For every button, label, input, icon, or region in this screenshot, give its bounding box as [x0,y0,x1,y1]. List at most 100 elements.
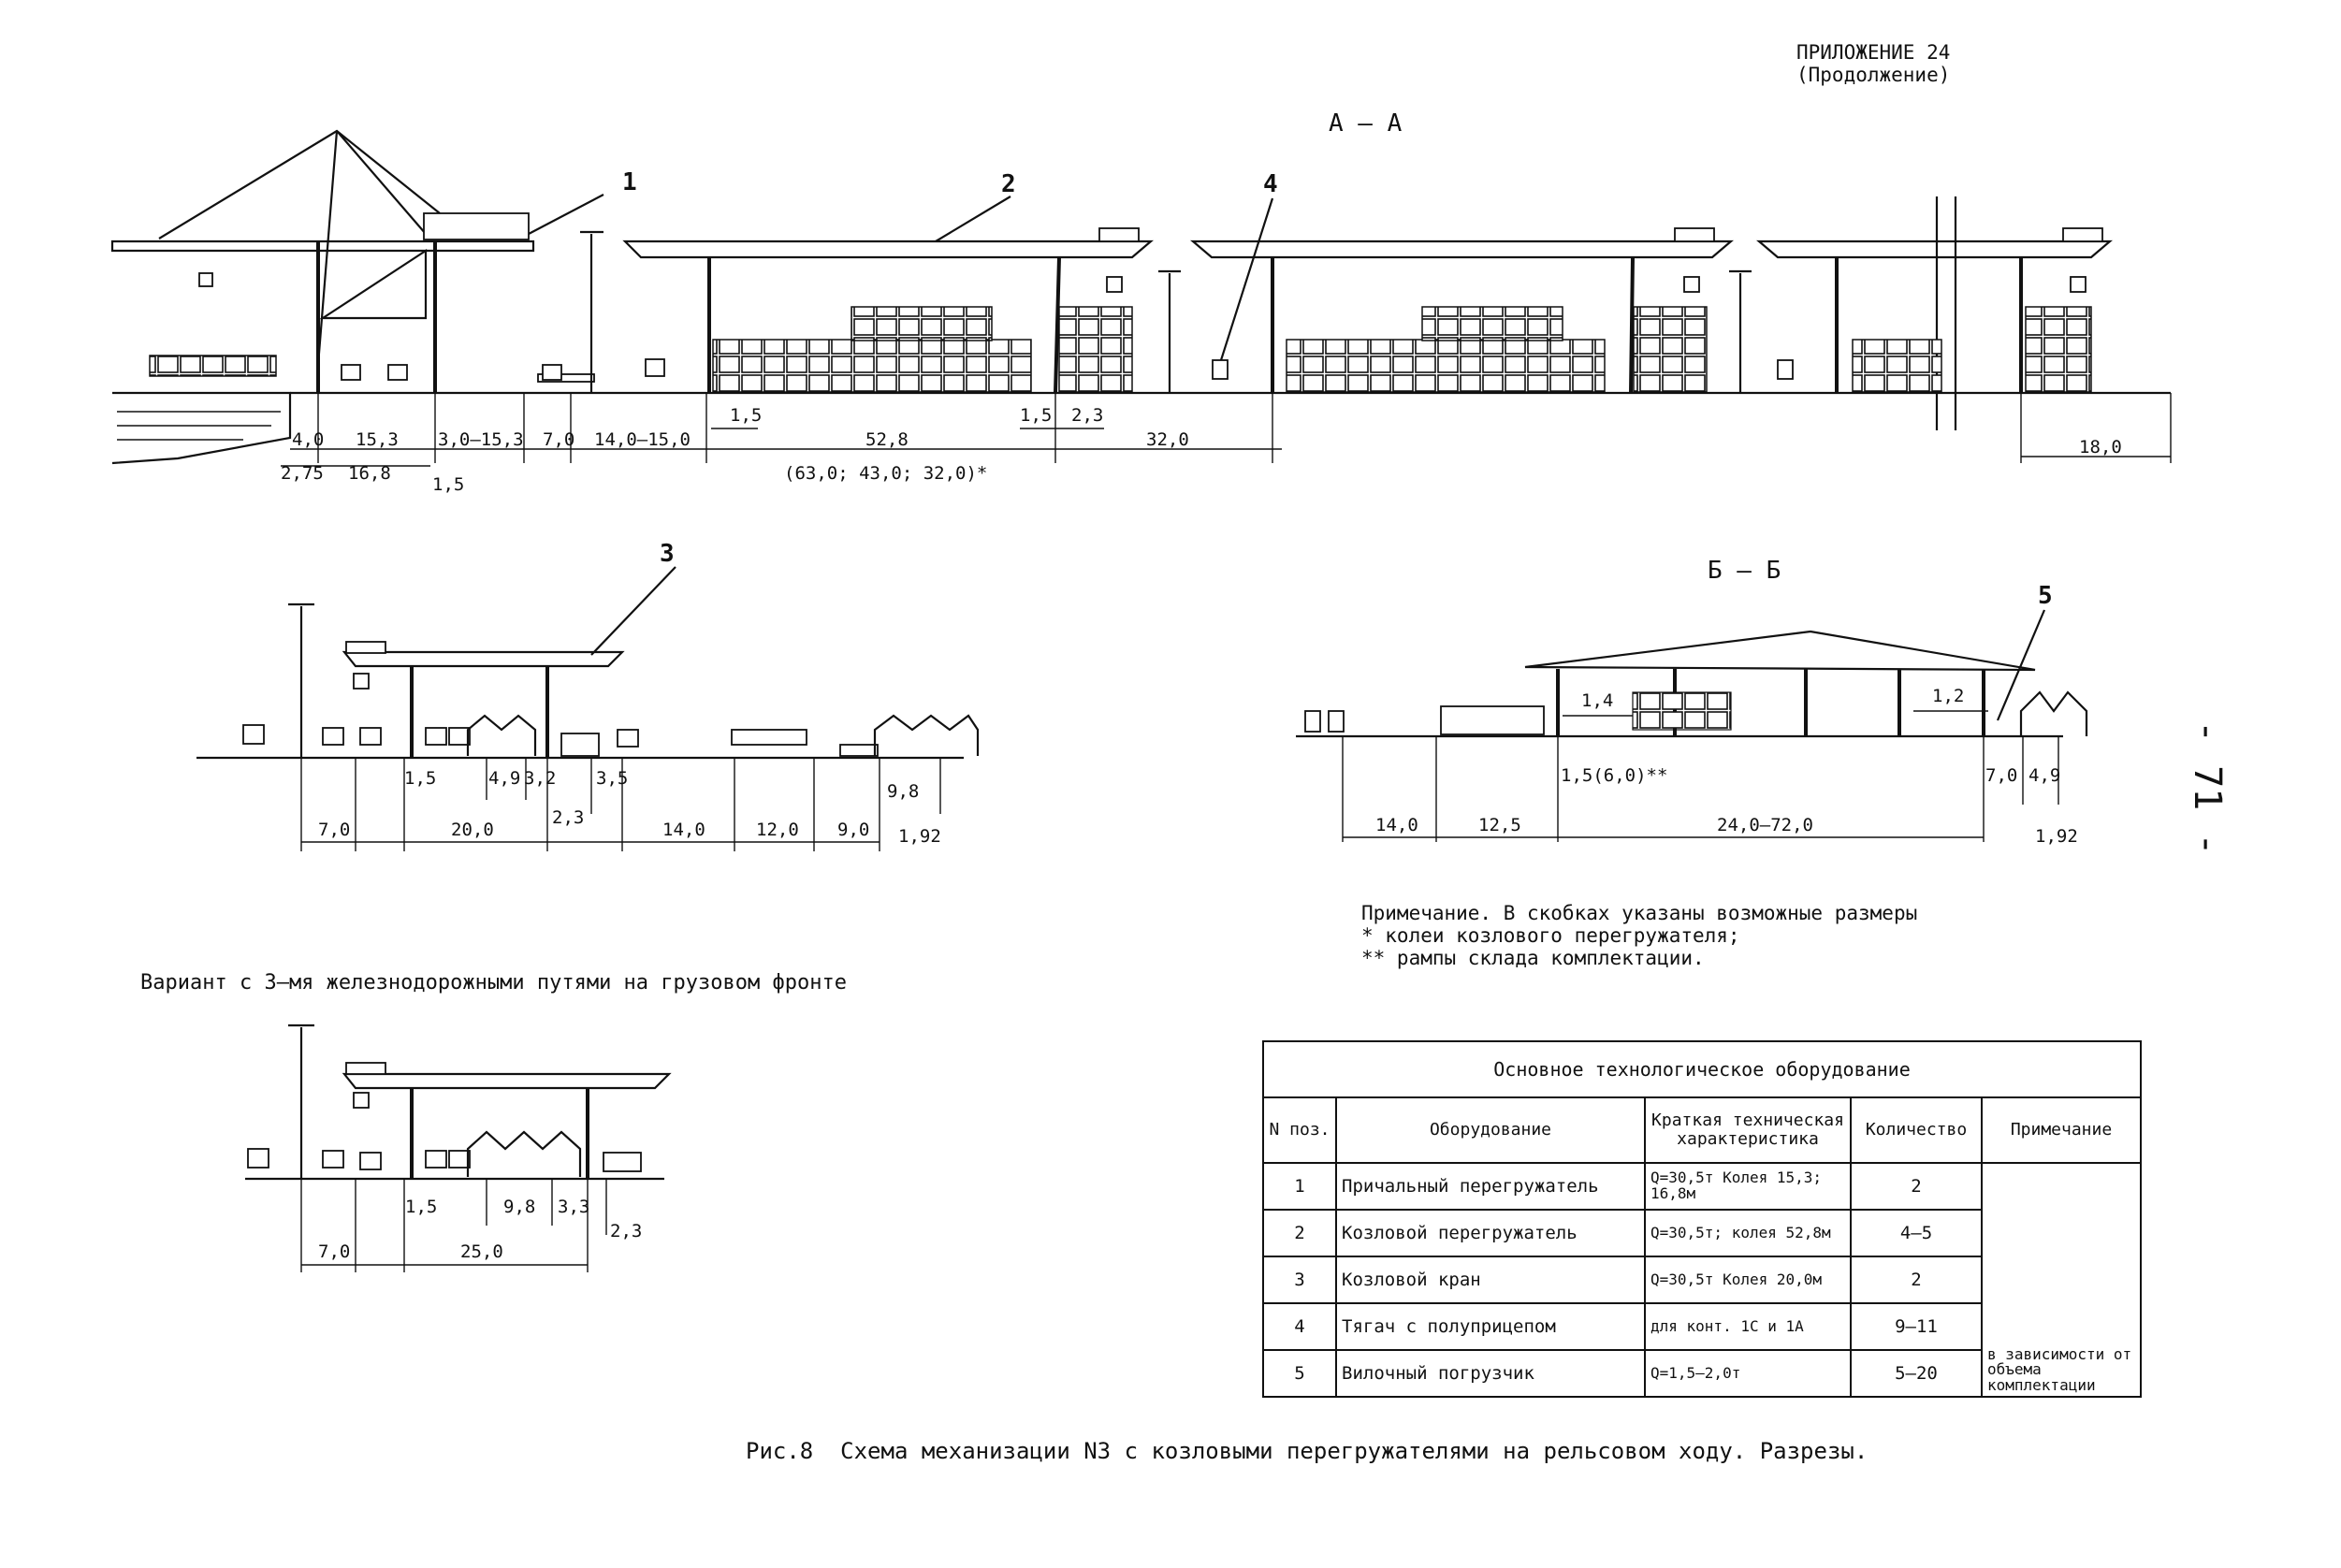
dim: 18,0 [2079,437,2122,457]
dim: 1,5 [405,1197,437,1217]
dim: 25,0 [460,1241,503,1262]
cell-spec: Q=30,5т; колея 52,8м [1644,1209,1852,1257]
dim: 1,5 [432,474,464,495]
cell-equipment: Козловой перегружатель [1335,1209,1646,1257]
dim: 1,92 [898,826,941,847]
dim: 16,8 [348,463,391,484]
cell-pos: 5 [1262,1349,1337,1398]
cell-qty: 2 [1850,1256,1983,1304]
cell-pos: 1 [1262,1162,1337,1211]
appendix-line2: (Продолжение) [1796,64,1951,87]
dims-aa: 4,0 15,3 3,0–15,3 7,0 14,0–15,0 1,5 52,8… [281,393,2172,495]
note-line3: ** рампы склада комплектации. [1361,947,1705,970]
dim: 24,0–72,0 [1717,815,1813,835]
dim: 7,0 [543,429,574,450]
gantry-crane-4 [1756,196,2113,430]
dim: 9,8 [503,1197,535,1217]
cell-qty: 4–5 [1850,1209,1983,1257]
alt-sizes: (63,0; 43,0; 32,0)* [784,463,987,484]
cell-qty: 5–20 [1850,1349,1983,1398]
dim: 1,5 [1020,405,1052,426]
dim: 4,9 [2028,765,2060,786]
dim: 1,5 [730,405,762,426]
dim: 20,0 [451,820,494,840]
gantry-crane-3 [1190,227,1734,394]
table-title: Основное технологическое оборудование [1261,1040,2143,1098]
callout-3: 3 [660,540,675,568]
figure-caption: Рис.8 Схема механизации N3 с козловыми п… [746,1438,1868,1464]
cell-spec: Q=30,5т Колея 15,3; 16,8м [1644,1162,1852,1211]
col-header-pos: N поз. [1262,1096,1337,1164]
note-line1: Примечание. В скобках указаны возможные … [1361,902,1918,924]
table-row: 1 Причальный перегружатель Q=30,5т Колея… [1262,1162,2143,1398]
callout-2: 2 [1001,170,1016,198]
section-aa-title: А — А [1329,109,1403,138]
callout-1: 1 [622,168,637,196]
dim: 7,0 [318,1241,350,1262]
cell-qty: 9–11 [1850,1302,1983,1351]
cell-equipment: Причальный перегружатель [1335,1162,1646,1211]
cell-spec: Q=30,5т Колея 20,0м [1644,1256,1852,1304]
quay-wall [111,355,292,465]
cell-equipment: Козловой кран [1335,1256,1646,1304]
cell-pos: 3 [1262,1256,1337,1304]
dim: 3,2 [524,768,556,789]
cell-remark: в зависимости от объема комплектации [1980,1162,2143,1398]
variant-caption: Вариант с 3–мя железнодорожными путями н… [140,971,847,995]
note-block: Примечание. В скобках указаны возможные … [1361,902,1917,969]
col-header-remark: Примечание [1980,1096,2143,1164]
dim: 14,0 [1375,815,1418,835]
section-bb: Б — Б 1,4 1,2 5 1,5(6,0)** 7,0 4,9 14,0 … [1296,557,2088,847]
dim: 7,0 [318,820,350,840]
dim: 2,75 [281,463,324,484]
dim: 3,5 [596,768,628,789]
dim: 2,3 [552,807,584,828]
col-header-spec: Краткая техническая характеристика [1644,1096,1852,1164]
section-bb-title: Б — Б [1708,557,1781,585]
dim: 7,0 [1985,765,2017,786]
cell-pos: 4 [1262,1302,1337,1351]
callout-4: 4 [1263,170,1278,198]
cell-pos: 2 [1262,1209,1337,1257]
table-row: 2 Козловой перегружатель Q=30,5т; колея … [1262,1209,2141,1257]
dim: 9,0 [837,820,869,840]
callout-5: 5 [2038,582,2053,610]
gantry-crane-2: 2 [622,170,1154,394]
dim: 9,8 [887,781,919,802]
note-line2: * колеи козлового перегружателя; [1361,924,1740,948]
dim: 1,92 [2035,826,2078,847]
dim: 12,0 [756,820,799,840]
dim: 2,3 [610,1221,642,1241]
appendix-label: ПРИЛОЖЕНИЕ 24 (Продолжение) [1796,41,1950,86]
table-row: 4 Тягач с полуприцепом для конт. 1С и 1А… [1262,1302,2141,1351]
section-crane: 3 1,5 4,9 3,2 3,5 9,8 7,0 20,0 2,3 14,0 … [196,540,980,851]
dim: 3,3 [558,1197,589,1217]
cell-equipment: Вилочный погрузчик [1335,1349,1646,1398]
cell-spec: Q=1,5–2,0т [1644,1349,1852,1398]
dim: 1,5(6,0)** [1561,765,1667,786]
table-row: 5 Вилочный погрузчик Q=1,5–2,0т 5–20 [1262,1349,2141,1398]
section-variant: 1,5 9,8 3,3 7,0 25,0 2,3 [245,1024,672,1272]
dim: 2,3 [1071,405,1103,426]
dim: 32,0 [1146,429,1189,450]
section-aa: А — А 1 [110,109,2172,495]
dim: 4,0 [292,429,324,450]
dim: 14,0 [662,820,705,840]
equipment-table: Основное технологическое оборудование N … [1261,1040,2143,1398]
truck-group [341,358,665,383]
dim: 15,3 [356,429,399,450]
col-header-qty: Количество [1850,1096,1983,1164]
dim: 1,5 [404,768,436,789]
dim: 1,4 [1581,690,1613,711]
col-header-equipment: Оборудование [1335,1096,1646,1164]
cell-qty: 2 [1850,1162,1983,1211]
cell-equipment: Тягач с полуприцепом [1335,1302,1646,1351]
page-number: - 71 - [2186,720,2229,856]
cell-spec: для конт. 1С и 1А [1644,1302,1852,1351]
appendix-line1: ПРИЛОЖЕНИЕ 24 [1796,41,1951,64]
dim: 3,0–15,3 [438,429,524,450]
dim: 14,0–15,0 [594,429,691,450]
dim: 12,5 [1478,815,1521,835]
dim: 4,9 [488,768,520,789]
